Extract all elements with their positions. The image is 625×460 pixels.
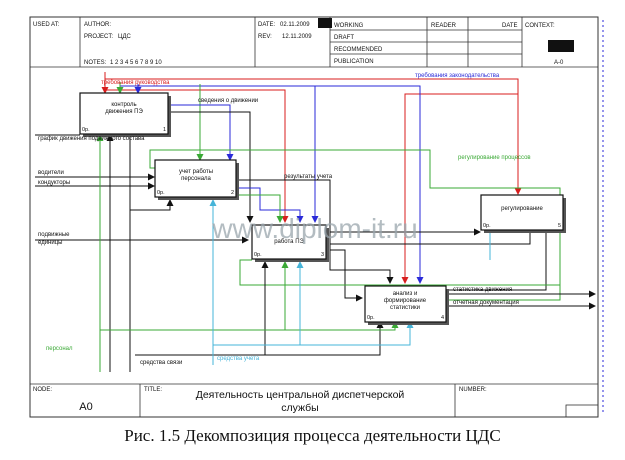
- footer-number-label: NUMBER:: [459, 387, 487, 393]
- label-personal: персонал: [46, 346, 73, 352]
- arrow-cyan-mech-box4: [300, 321, 414, 346]
- status-publication: PUBLICATION: [334, 59, 374, 65]
- footer-title-label: TITLE:: [144, 387, 162, 393]
- status-working: WORKING: [334, 23, 364, 29]
- activity-box-5: [480, 194, 566, 233]
- box3-label-1: работа ПЭ: [274, 239, 304, 245]
- project-value: ЦДС: [118, 34, 132, 40]
- reader-date-label: DATE: [502, 23, 518, 29]
- label-grafik-dvizheniya: график движения подвижного состава: [38, 136, 145, 142]
- label-trebovaniya-rukovodstva: требования руководства: [101, 80, 170, 86]
- arrow-cyan-mech-box3: [213, 261, 304, 346]
- node-id: A-0: [554, 60, 564, 66]
- frame-border: [29, 16, 599, 418]
- arrow-rezultaty-ucheta: [236, 179, 394, 284]
- header-black-marker: [318, 18, 332, 28]
- author-label: AUTHOR:: [84, 22, 111, 28]
- rev-value: 12.11.2009: [282, 34, 312, 40]
- label-sredstva-svyazi: средства связи: [140, 360, 182, 366]
- arrow-red-to-box4: [404, 79, 519, 283]
- box4-number: 4: [441, 315, 444, 321]
- status-draft: DRAFT: [334, 35, 354, 41]
- arrow-black-box3-right: [330, 232, 531, 245]
- label-rezultaty-ucheta: результаты учета: [284, 174, 333, 180]
- context-label: CONTEXT:: [525, 23, 555, 29]
- box4-label-2: формирование: [384, 298, 427, 304]
- arrow-green-feedback-right: [449, 230, 561, 301]
- date-value: 02.11.2009: [280, 22, 310, 28]
- arrow-sredstva-svyazi: [135, 261, 269, 356]
- footer-title-line-2: службы: [281, 402, 318, 414]
- label-konduktory: кондукторы: [38, 180, 70, 186]
- label-podvizhnye: подвижные: [38, 232, 70, 238]
- date-label: DATE:: [258, 22, 276, 28]
- notes-value: 1 2 3 4 5 6 7 8 9 10: [110, 60, 162, 66]
- arrow-mech-to-box2: [130, 199, 174, 211]
- label-voditeli: водители: [38, 170, 64, 176]
- project-label: PROJECT:: [84, 34, 113, 40]
- context-black-box: [548, 40, 574, 52]
- box4-label-1: анализ и: [393, 291, 418, 297]
- box5-label-1: регулирование: [501, 206, 543, 212]
- label-trebovaniya-zakonodatelstva: требования законодательства: [415, 73, 500, 79]
- box3-cost: 0р.: [254, 252, 262, 258]
- box2-label-2: персонала: [181, 176, 211, 182]
- activity-box-1: [79, 92, 171, 137]
- label-edinicy: единицы: [38, 240, 62, 246]
- label-sredstva-ucheta: средства учета: [217, 356, 260, 362]
- footer-grid: [30, 383, 599, 418]
- box2-label-1: учет работы: [179, 169, 213, 175]
- box1-number: 1: [163, 127, 166, 133]
- arrow-red-to-box3: [105, 89, 289, 223]
- activity-box-2: [154, 159, 239, 200]
- footer-node-value: A0: [79, 401, 92, 413]
- footer-title-line-1: Деятельность центральной диспетчерской: [196, 389, 405, 401]
- box5-number: 5: [558, 223, 561, 229]
- arrow-svedeniya-o-dvizhenii: [168, 104, 234, 161]
- box2-number: 2: [231, 190, 234, 196]
- box5-cost: 0р.: [483, 223, 491, 229]
- arrow-green-lower-loop: [239, 259, 560, 286]
- watermark: www.diplom-it.ru: [211, 213, 417, 244]
- reader-label: READER: [431, 23, 457, 29]
- arrow-trebovaniya-zakonodatelstva: [104, 72, 522, 195]
- label-svedeniya-o-dvizhenii: сведения о движении: [198, 98, 258, 104]
- arrow-mech-to-box4: [265, 321, 384, 356]
- label-statistika-dvizheniya: статистика движения: [453, 287, 512, 293]
- used-at-label: USED AT:: [33, 22, 60, 28]
- box4-label-3: статистики: [390, 305, 420, 311]
- notes-label: NOTES:: [84, 60, 107, 66]
- arrow-black-box1-to-box3: [168, 111, 254, 223]
- figure-caption: Рис. 1.5 Декомпозиция процесса деятельно…: [124, 426, 501, 445]
- arrow-box3-to-box4: [330, 249, 363, 302]
- box2-cost: 0р.: [157, 190, 165, 196]
- arrow-box5-feedback: [449, 232, 547, 291]
- rev-label: REV:: [258, 34, 272, 40]
- box1-cost: 0р.: [82, 127, 90, 133]
- box1-label-1: контроль: [111, 102, 136, 108]
- arrow-blue-box2-to-box3: [236, 187, 304, 223]
- idef0-diagram: USED AT: AUTHOR: PROJECT: ЦДС NOTES: 1 2…: [29, 16, 604, 418]
- arrow-green-mech-box3: [100, 261, 289, 331]
- arrow-green-box2-to-box3: [236, 194, 284, 223]
- box3-number: 3: [321, 252, 324, 258]
- box4-cost: 0р.: [367, 315, 375, 321]
- box1-label-2: движения ПЭ: [105, 109, 143, 115]
- footer-node-label: NODE:: [33, 387, 52, 393]
- status-recommended: RECOMMENDED: [334, 47, 383, 53]
- activity-box-4: [364, 285, 449, 325]
- label-regulirovanie-processov: регулирование процессов: [458, 155, 531, 161]
- activity-box-3: [251, 224, 329, 262]
- label-otchetnaya-dokumentaciya: отчетная документация: [453, 300, 519, 306]
- arrow-blue-to-box3: [120, 85, 319, 223]
